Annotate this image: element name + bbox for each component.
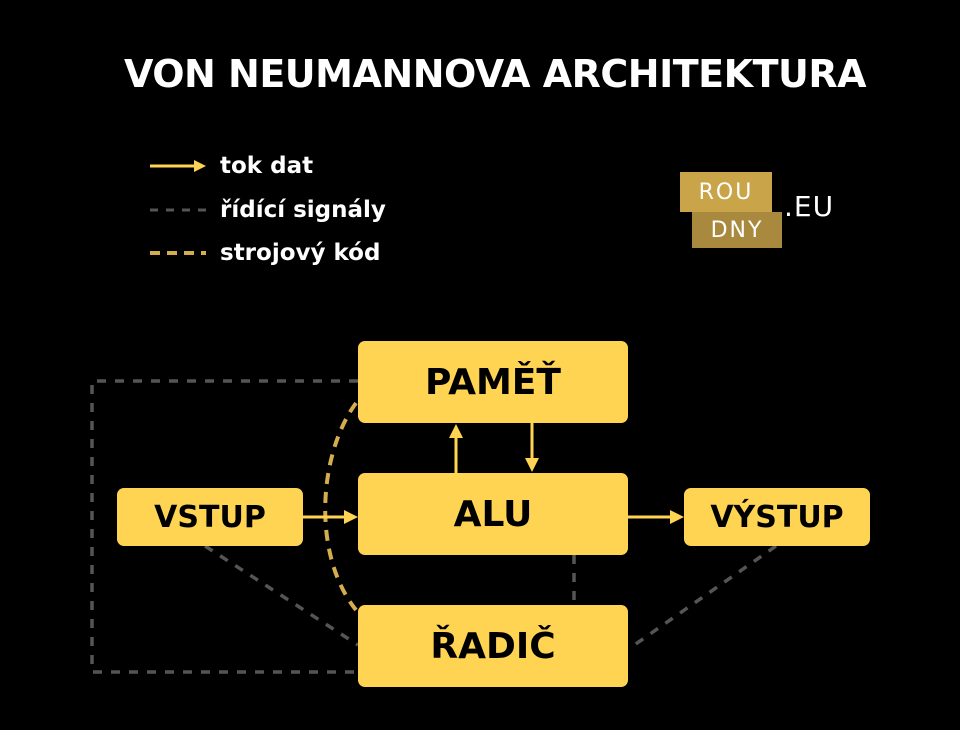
control-line-output-controller <box>628 544 778 650</box>
output-node: VÝSTUP <box>684 488 870 546</box>
logo-suffix: .EU <box>784 190 835 223</box>
input-node: VSTUP <box>117 488 303 546</box>
legend-label-control-signals: řídící signály <box>220 197 386 223</box>
legend-item-machine-code: strojový kód <box>148 238 380 268</box>
logo-text-bottom: DNY <box>692 212 782 248</box>
legend-label-machine-code: strojový kód <box>220 240 381 266</box>
control-line-memory-controller <box>90 379 358 674</box>
logo-text-top: ROU <box>680 172 772 212</box>
arrow-icon <box>150 160 206 172</box>
controller-node: ŘADIČ <box>358 605 628 687</box>
legend-item-data-flow: tok dat <box>148 151 313 181</box>
legend-label-data-flow: tok dat <box>220 153 314 179</box>
roudny-logo: ROU DNY .EU <box>680 172 850 252</box>
legend-item-control-signals: řídící signály <box>148 195 386 225</box>
alu-node: ALU <box>358 473 628 555</box>
dashed-line-yellow-icon <box>150 251 206 255</box>
control-line-input-controller <box>204 544 359 647</box>
diagram-title: VON NEUMANNOVA ARCHITEKTURA <box>123 52 867 96</box>
memory-node: PAMĚŤ <box>358 341 628 423</box>
machine-code-curve <box>323 401 358 612</box>
